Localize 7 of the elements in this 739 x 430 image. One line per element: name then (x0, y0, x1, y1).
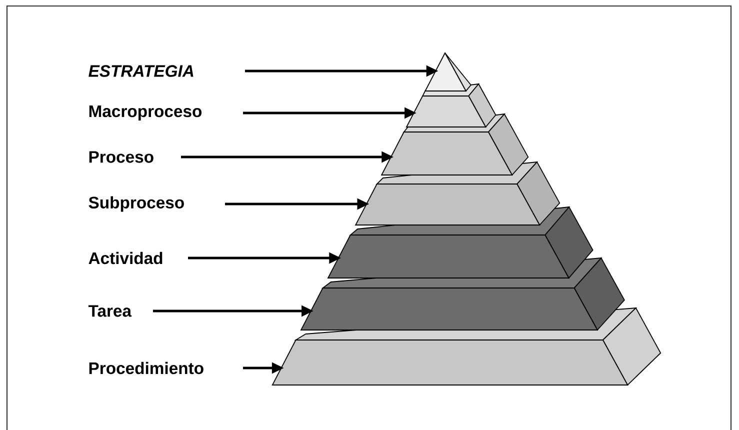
level-label: Procedimiento (89, 362, 204, 374)
level-label: Macroproceso (89, 106, 202, 120)
level-label: Actividad (88, 252, 162, 264)
level-label: ESTRATEGIA (88, 65, 194, 77)
level-label: Subproceso (88, 196, 184, 212)
level-label: Proceso (89, 151, 154, 163)
level-label: Tarea (88, 305, 132, 317)
